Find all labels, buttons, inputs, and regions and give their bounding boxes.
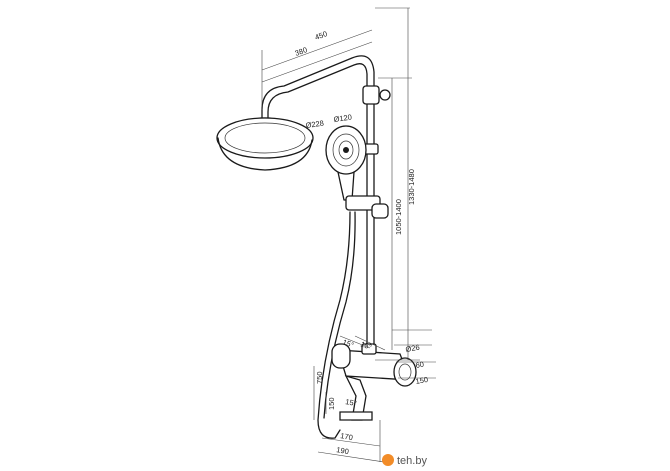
dim-spout-angle: 15°: [345, 397, 358, 408]
dim-height-range-b: 1050-1400: [394, 199, 403, 235]
dim-offset-a: 60: [415, 360, 425, 370]
dim-head-diameter: Ø228: [305, 119, 324, 130]
dim-hand-shower-diameter: Ø120: [333, 113, 352, 124]
riser-pipe: [261, 55, 375, 351]
dim-offset-b: 150: [415, 375, 429, 386]
dim-spout-height: 150: [327, 397, 336, 410]
rain-shower-head: [216, 117, 314, 171]
dim-angle-a: 15°: [341, 337, 355, 349]
hand-shower: [325, 125, 389, 219]
watermark-logo-icon: [382, 454, 394, 466]
dim-depth-b: 190: [336, 445, 350, 456]
dim-depth-a: 170: [340, 431, 354, 442]
dim-top-inner: 380: [294, 45, 309, 58]
dim-height-range-a: 1330-1480: [407, 169, 416, 205]
shower-hose: [317, 211, 356, 439]
dimension-lines: [261, 7, 436, 463]
wall-bracket: [362, 85, 391, 155]
thermostatic-mixer: [331, 343, 417, 421]
dim-left-height: 750: [315, 371, 324, 384]
dim-angle-b: 15°: [359, 339, 373, 351]
watermark: teh.by: [382, 454, 427, 467]
dim-top-outer: 450: [314, 29, 329, 42]
dim-bar-diameter: Ø26: [405, 343, 421, 354]
watermark-text: teh.by: [397, 455, 427, 467]
